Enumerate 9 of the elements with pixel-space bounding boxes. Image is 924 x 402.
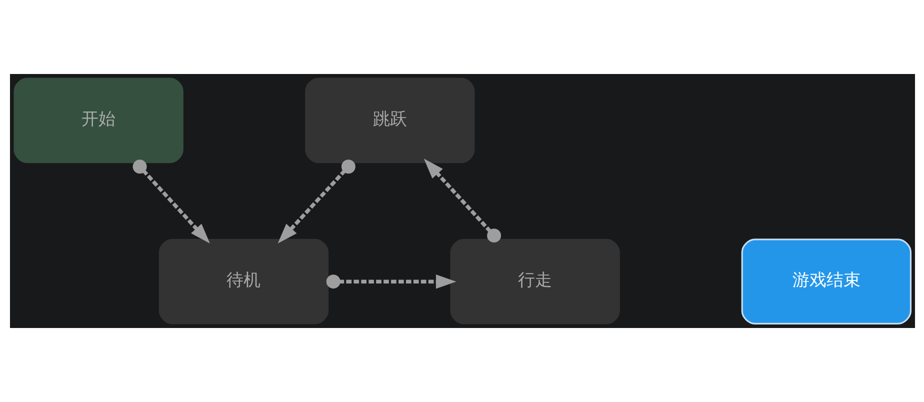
- node-box: 游戏结束: [740, 238, 912, 325]
- node-box: 开始: [13, 78, 183, 164]
- arrow: [277, 160, 355, 244]
- arrow: [132, 160, 210, 244]
- node-box: 跳跃: [304, 78, 474, 164]
- node-box: 行走: [450, 238, 620, 324]
- arrow: [423, 158, 501, 243]
- node-box: 待机: [158, 238, 328, 324]
- arrow: [326, 274, 456, 289]
